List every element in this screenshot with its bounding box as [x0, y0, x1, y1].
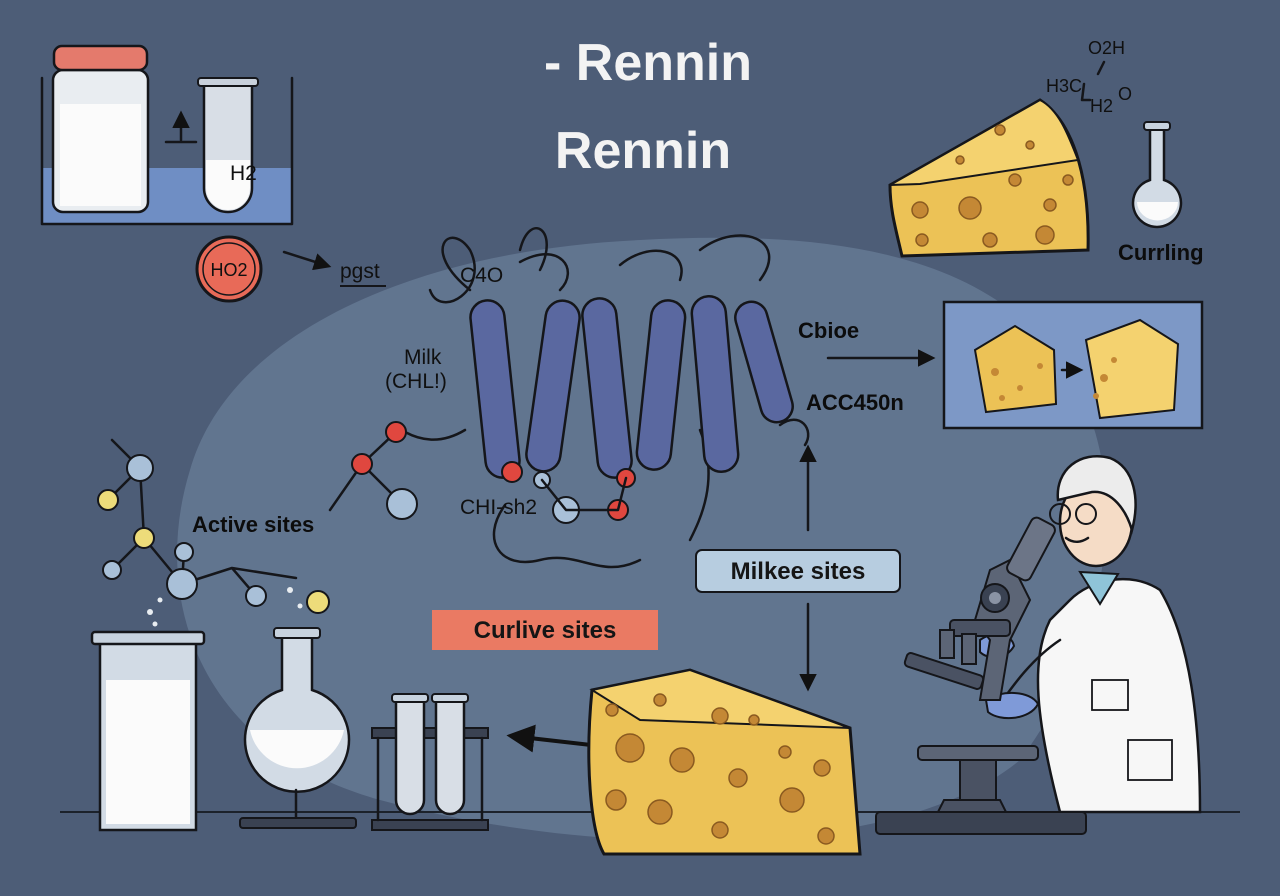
test-tube-rack — [371, 693, 489, 831]
formula-bonds — [1080, 60, 1106, 102]
formula-o: O — [1118, 84, 1132, 104]
cheese-panel — [942, 300, 1204, 430]
pgst-label: pgst — [340, 260, 380, 283]
curlive-sites-text: Curlive sites — [474, 617, 617, 644]
cbioe-label: Cbioe — [798, 318, 859, 343]
currling-label: Currling — [1118, 240, 1204, 265]
h2-label: H2 — [230, 162, 257, 185]
cheese-wedge-top — [888, 98, 1090, 258]
title-line-1: - Rennin — [544, 34, 752, 92]
rennin-protein — [403, 227, 810, 569]
left-molecules — [97, 438, 330, 627]
milkee-sites-tag: Milkee sites — [695, 549, 901, 593]
curlive-sites-tag: Curlive sites — [432, 610, 658, 650]
ho2-label: HO2 — [210, 260, 247, 280]
round-flask — [239, 627, 357, 829]
title-line-2: Rennin — [555, 122, 731, 180]
milkee-sites-text: Milkee sites — [731, 558, 866, 585]
test-tube-h2 — [197, 77, 259, 214]
chl-label: (CHL!) — [385, 370, 447, 393]
formula-h2: H2 — [1090, 96, 1113, 116]
background-blob — [177, 237, 1107, 841]
ho2-sample: HO2 — [195, 235, 263, 303]
conical-flask — [1131, 121, 1183, 229]
formula-h3c: H3C — [1046, 76, 1082, 96]
big-cheese — [587, 668, 862, 856]
c4o-label: C4O — [460, 264, 503, 287]
ho2-arrow — [282, 250, 332, 271]
chsh-label: CHI-sh2 — [460, 496, 537, 519]
milk-jar — [51, 44, 150, 214]
molecule-chain — [328, 421, 418, 520]
active-sites-label: Active sites — [192, 512, 314, 537]
milk-label: Milk — [404, 346, 442, 369]
water-tank: H2 — [40, 44, 294, 226]
formula-top: O2H — [1088, 38, 1125, 58]
acc-label: ACC450n — [806, 390, 904, 415]
milk-beaker — [90, 630, 206, 832]
microscope — [875, 516, 1087, 835]
